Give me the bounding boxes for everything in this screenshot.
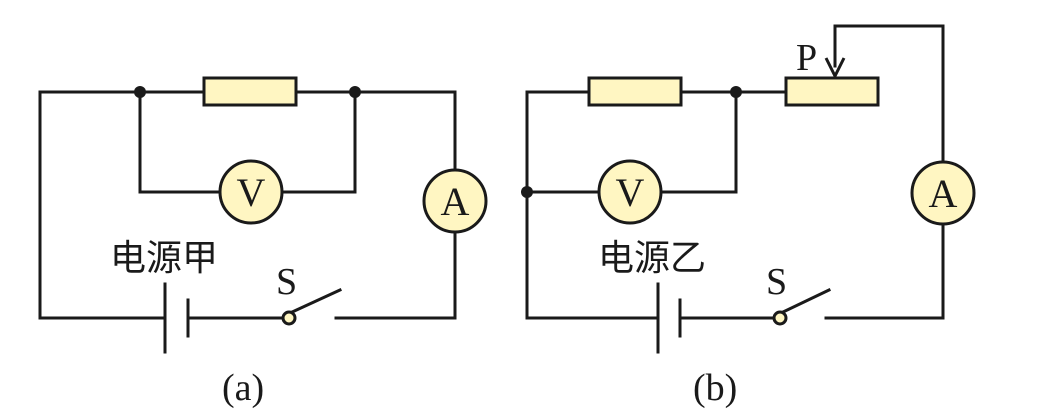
circuit-a-voltmeter: V (218, 159, 284, 225)
circuit-a-switch-label: S (276, 261, 297, 303)
circuit-a-wire-voltmeter-branch (138, 90, 357, 194)
circuit-b-ammeter: A (910, 160, 976, 226)
circuit-a-switch-pivot (281, 310, 297, 326)
circuit-a-caption: (a) (222, 367, 264, 409)
circuit-a-wire-top-right (294, 90, 457, 180)
circuit-b-node-left (521, 186, 533, 198)
circuit-a-wire-right-lower (334, 222, 457, 320)
circuit-b: V A 电源乙 S P (b) (521, 24, 976, 409)
circuit-b-caption: (b) (693, 367, 737, 409)
circuit-a-wire-left-loop (38, 90, 167, 320)
circuit-b-switch-pivot (772, 310, 788, 326)
circuit-b-slider-arrow (824, 24, 846, 80)
circuit-b-wire-left-loop (525, 90, 660, 320)
circuit-b-wire-right-lower (824, 214, 945, 320)
circuit-a-resistor (202, 76, 298, 107)
circuit-b-switch (772, 287, 832, 326)
circuit-b-slider-label: P (796, 37, 817, 79)
circuit-a-ammeter-symbol: A (441, 179, 470, 224)
circuit-b-resistor (587, 76, 683, 107)
circuit-b-wire-voltmeter-branch (525, 90, 738, 194)
circuit-a-node-right (349, 86, 361, 98)
circuit-b-voltmeter: V (597, 159, 663, 225)
circuit-a-source-label: 电源甲 (110, 238, 218, 279)
circuit-a-ammeter: A (422, 168, 488, 234)
circuit-a-switch (281, 288, 342, 326)
circuit-a: V A 电源甲 S (a) (38, 76, 488, 409)
circuit-b-battery (656, 282, 682, 354)
circuit-a-battery (163, 282, 190, 354)
circuit-b-node-top (730, 86, 742, 98)
circuit-b-source-label: 电源乙 (598, 238, 706, 279)
circuit-b-switch-label: S (766, 261, 787, 303)
circuit-b-ammeter-symbol: A (929, 171, 958, 216)
circuit-a-node-left (134, 86, 146, 98)
circuit-b-wire-slider-return (833, 24, 945, 172)
circuit-b-rheostat (784, 76, 880, 107)
circuit-b-voltmeter-symbol: V (616, 170, 645, 215)
circuit-a-voltmeter-symbol: V (237, 170, 266, 215)
